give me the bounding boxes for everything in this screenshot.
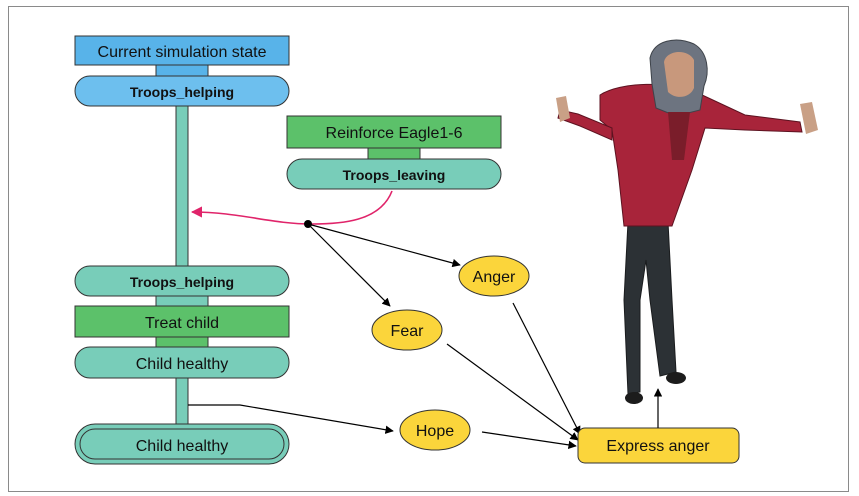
- troops-helping-mid-label: Troops_helping: [130, 274, 234, 290]
- fear-node: [371, 309, 443, 351]
- child-healthy-pill: [74, 346, 290, 379]
- anger-label: Anger: [473, 269, 516, 286]
- arrow-hope-to-express: [481, 431, 577, 450]
- connector-tab: [155, 64, 209, 77]
- arrow-to-hope: [188, 404, 394, 434]
- reinforce-label: Reinforce Eagle1-6: [326, 125, 463, 142]
- current-state-header: [74, 35, 290, 66]
- child-healthy-goal-label: Child healthy: [136, 438, 229, 455]
- treat-child-label: Treat child: [145, 315, 219, 332]
- connector-tab: [367, 147, 421, 160]
- arrow-anger-to-express: [512, 302, 581, 435]
- child-healthy-goal-inner: [79, 428, 285, 460]
- anger-node: [458, 255, 530, 297]
- hope-label: Hope: [416, 423, 454, 440]
- plan-spine-lower: [175, 373, 189, 425]
- threat-arrow: [190, 190, 393, 225]
- character-figure: [556, 39, 818, 404]
- arrow-to-fear: [307, 223, 391, 307]
- troops-leaving-pill: [286, 158, 502, 190]
- hope-node: [399, 409, 471, 451]
- current-state-header-label: Current simulation state: [98, 44, 267, 61]
- treat-child-box: [74, 305, 290, 338]
- connector-tab: [155, 336, 209, 348]
- troops-leaving-label: Troops_leaving: [343, 167, 446, 183]
- plan-spine-upper: [175, 104, 189, 269]
- troops-helping-top-pill: [74, 75, 290, 107]
- arrow-to-anger: [307, 223, 461, 268]
- express-anger-label: Express anger: [606, 438, 710, 455]
- reinforce-box: [286, 115, 502, 149]
- connector-tab: [155, 295, 209, 307]
- troops-helping-top-label: Troops_helping: [130, 84, 234, 100]
- child-healthy-label: Child healthy: [136, 356, 229, 373]
- arrow-fear-to-express: [446, 343, 579, 441]
- fear-label: Fear: [391, 323, 425, 340]
